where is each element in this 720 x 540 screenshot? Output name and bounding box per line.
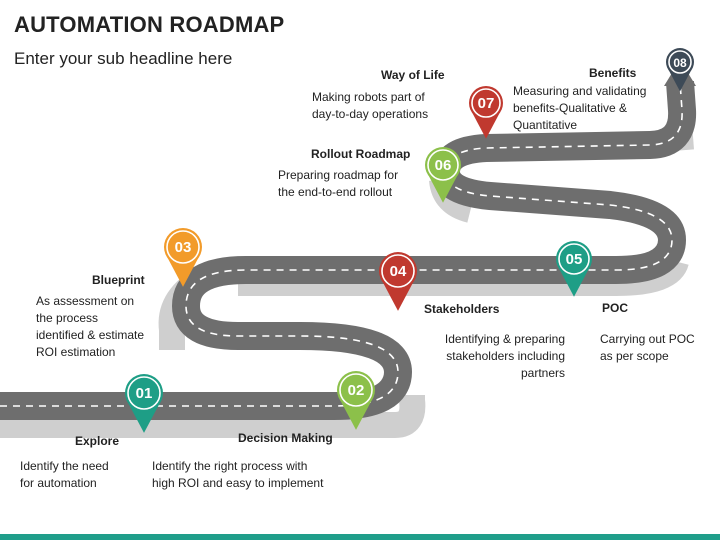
pin-circle [425, 147, 461, 183]
pin-number: 06 [435, 157, 452, 174]
milestone-desc-07: Making robots part of day-to-day operatio… [312, 89, 428, 123]
milestone-desc-line: partners [520, 366, 565, 380]
pin-number: 04 [390, 263, 407, 280]
pin-tip [340, 400, 372, 430]
milestone-label-04: Stakeholders [424, 302, 500, 316]
pin-circle [469, 86, 503, 120]
pin-ring [127, 376, 161, 410]
milestone-label-07: Way of Life [381, 68, 445, 82]
pin-number: 05 [566, 251, 583, 268]
pin-ring [471, 88, 501, 118]
milestone-label-02: Decision Making [238, 431, 333, 445]
pin-ring [558, 243, 590, 275]
pin-ring [427, 149, 459, 181]
milestone-desc-03: As assessment on the process identified & … [36, 293, 144, 361]
milestone-desc-line: the end-to-end rollout [278, 185, 393, 199]
milestone-desc-line: Identify the need [20, 459, 109, 473]
pin-tip [382, 281, 414, 311]
milestone-desc-line: the process [36, 311, 99, 325]
milestone-desc-line: benefits-Qualitative & [513, 101, 628, 115]
pin-circle [337, 371, 375, 409]
footer-bar [0, 534, 720, 540]
pin-tip [128, 403, 160, 433]
milestone-label-08: Benefits [589, 66, 637, 80]
milestone-desc-line: high ROI and easy to implement [152, 476, 324, 490]
milestone-pin-03: 03 [164, 228, 202, 287]
milestone-desc-line: day-to-day operations [312, 107, 429, 121]
milestone-label-06: Rollout Roadmap [311, 147, 411, 161]
pin-circle [164, 228, 202, 266]
milestone-desc-04: Identifying & preparing stakeholders incl… [433, 331, 565, 382]
pin-ring [339, 373, 373, 407]
milestone-desc-02: Identify the right process with high ROI … [152, 458, 323, 492]
milestone-desc-06: Preparing roadmap for the end-to-end roll… [278, 167, 398, 201]
milestone-desc-line: Making robots part of [312, 90, 425, 104]
page-subtitle: Enter your sub headline here [14, 49, 233, 68]
pin-number: 01 [136, 385, 153, 402]
milestone-desc-line: Quantitative [513, 118, 578, 132]
milestone-pin-01: 01 [125, 374, 163, 433]
pin-number: 03 [175, 239, 192, 256]
pin-circle [556, 241, 592, 277]
page-title: AUTOMATION ROADMAP [14, 12, 285, 37]
milestone-desc-line: identified & estimate [36, 328, 145, 342]
milestone-pin-05: 05 [556, 241, 592, 297]
pin-tip [668, 69, 692, 92]
milestone-pin-04: 04 [379, 252, 417, 311]
pin-tip [167, 257, 199, 287]
milestone-desc-line: stakeholders including [446, 349, 565, 363]
pin-ring [381, 254, 415, 288]
milestone-desc-line: Identifying & preparing [444, 332, 565, 346]
milestone-desc-line: Measuring and validating [513, 84, 647, 98]
milestone-desc-line: ROI estimation [36, 345, 116, 359]
milestone-desc-08: Measuring and validating benefits-Qualita… [513, 83, 646, 134]
milestone-pin-07: 07 [469, 86, 503, 139]
pin-number: 07 [478, 95, 495, 112]
pin-tip [559, 268, 589, 297]
milestone-desc-line: for automation [20, 476, 97, 490]
milestone-pin-02: 02 [337, 371, 375, 430]
pin-ring [668, 50, 692, 74]
milestone-pin-08: 08 [666, 48, 694, 92]
milestone-desc-line: As assessment on [36, 294, 135, 308]
milestone-label-05: POC [602, 301, 629, 315]
milestone-pin-06: 06 [425, 147, 461, 203]
milestone-desc-line: Identify the right process with [152, 459, 308, 473]
pin-ring [166, 230, 200, 264]
milestone-desc-line: Carrying out POC [600, 332, 695, 346]
pin-tip [472, 112, 500, 139]
pin-number: 08 [673, 56, 687, 70]
pin-tip [428, 174, 458, 203]
milestone-label-03: Blueprint [92, 273, 145, 287]
milestone-desc-05: Carrying out POC as per scope [600, 331, 695, 365]
pin-circle [379, 252, 417, 290]
milestone-label-01: Explore [75, 434, 120, 448]
pin-circle [125, 374, 163, 412]
milestone-desc-01: Identify the need for automation [20, 458, 109, 492]
milestone-desc-line: as per scope [600, 349, 669, 363]
milestone-desc-line: Preparing roadmap for [278, 168, 399, 182]
pin-number: 02 [348, 382, 365, 399]
road-side [0, 395, 426, 438]
pin-circle [666, 48, 694, 76]
